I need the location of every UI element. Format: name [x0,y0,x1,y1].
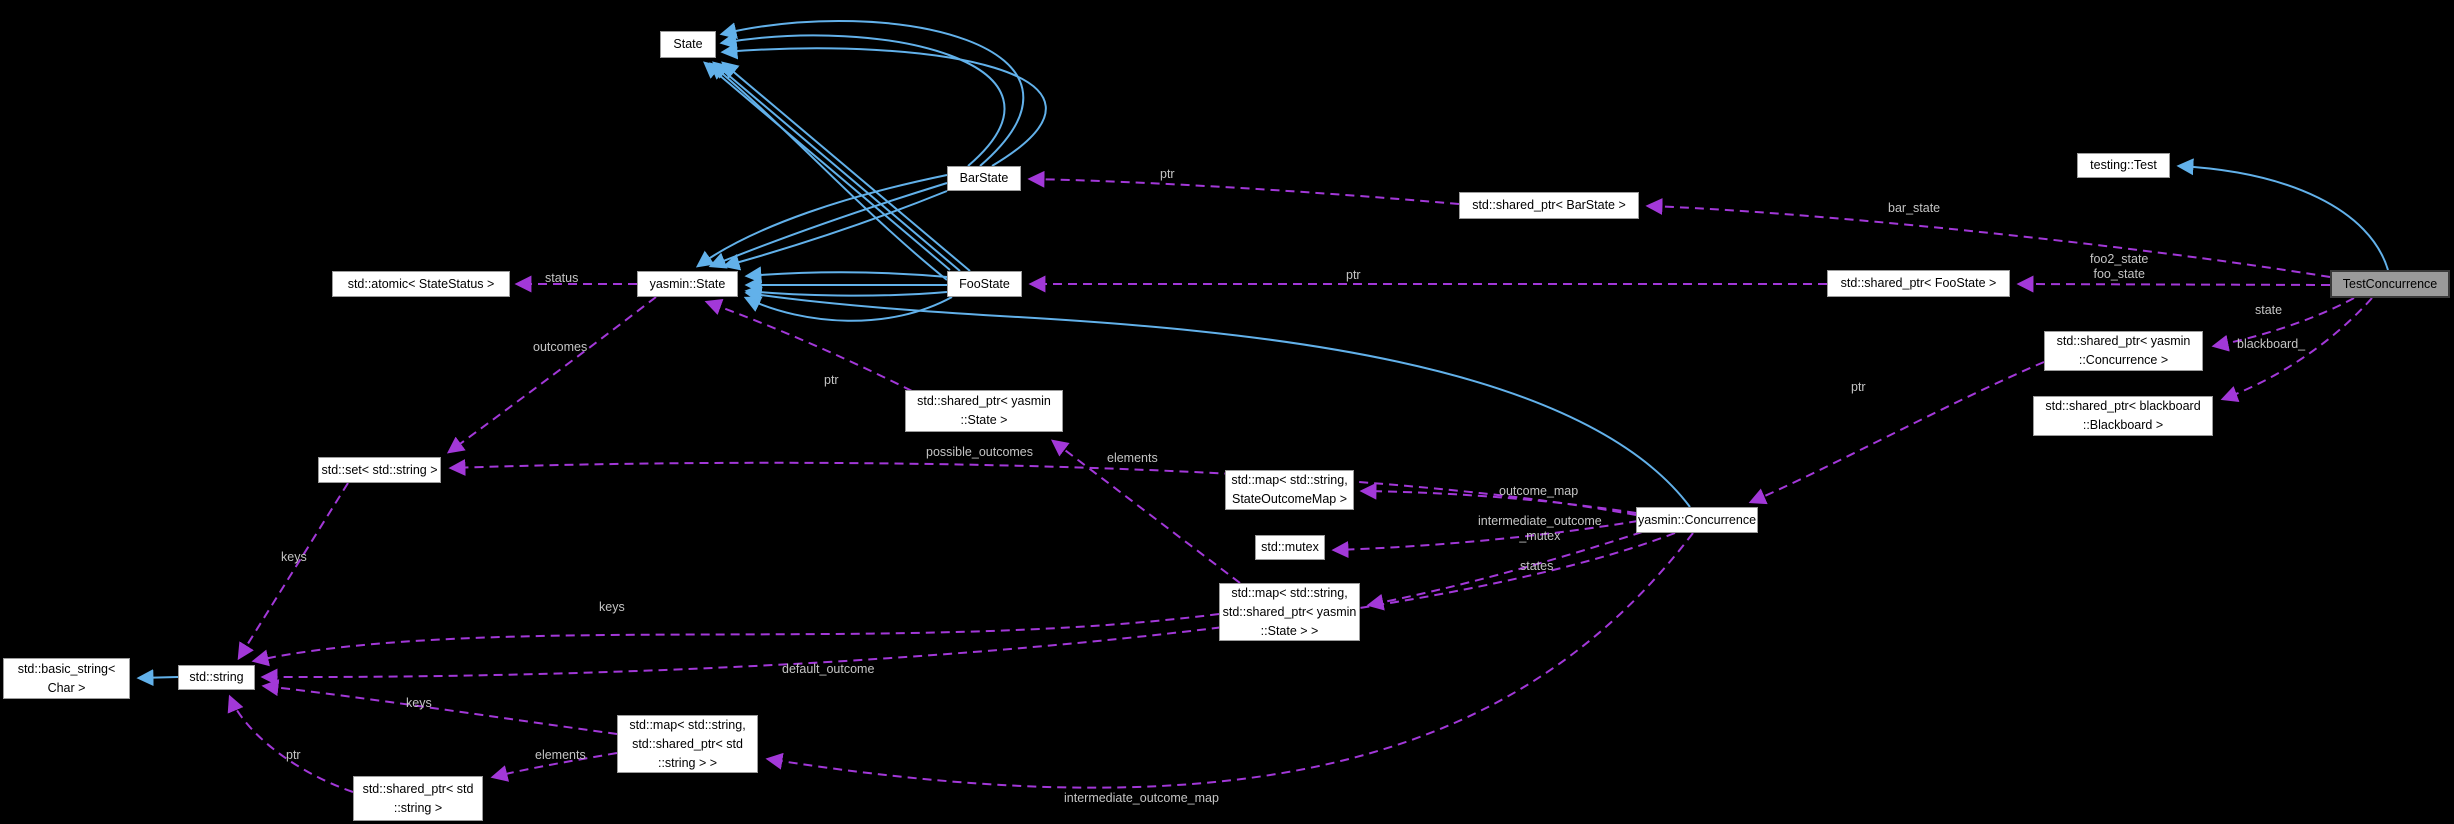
edge-label-elements-states: elements [1107,451,1158,465]
node-map-outcome[interactable]: std::map< std::string, StateOutcomeMap > [1225,470,1354,510]
edge-label-status: status [545,271,579,285]
edge-label-intermediate-outcome-map: intermediate_outcome_map [1064,791,1219,805]
edge-label-keys-map-strings: keys [406,696,432,710]
node-concurrence[interactable]: yasmin::Concurrence [1636,507,1758,533]
edge-label-ptr-concurrence: ptr [1851,380,1866,394]
edge-label-ptr-yasmin-state: ptr [824,373,839,387]
node-sp-barstate[interactable]: std::shared_ptr< BarState > [1459,192,1639,219]
usage-edges [227,170,2373,793]
node-yasmin-state[interactable]: yasmin::State [637,271,738,297]
edge-label-possible-outcomes: possible_outcomes [926,445,1034,459]
node-string[interactable]: std::string [178,665,255,690]
edge-label-intermediate-outcome-mutex: intermediate_outcome _mutex [1478,514,1602,543]
edge-label-elements-strings: elements [535,748,586,762]
node-testconcurrence[interactable]: TestConcurrence [2330,270,2450,298]
edge-label-states: states [1520,559,1554,573]
edge-label-state-member: state [2255,303,2283,317]
edge-label-ptr-barstate: ptr [1160,167,1175,181]
node-foostate[interactable]: FooState [947,271,1022,297]
node-set-string[interactable]: std::set< std::string > [318,457,441,483]
node-atomic-statestatus[interactable]: std::atomic< StateStatus > [332,271,510,297]
node-sp-foostate[interactable]: std::shared_ptr< FooState > [1827,270,2010,297]
edge-label-default-outcome: default_outcome [782,662,875,676]
node-testing-test[interactable]: testing::Test [2077,153,2170,178]
edge-label-foo2-foo-state: foo2_state foo_state [2090,252,2149,281]
node-mutex[interactable]: std::mutex [1255,535,1325,560]
edge-label-blackboard-member: blackboard_ [2237,337,2306,351]
edge-label-keys-map-states: keys [599,600,625,614]
node-sp-string[interactable]: std::shared_ptr< std ::string > [353,776,483,821]
edge-label-bar-state: bar_state [1888,201,1941,215]
node-sp-blackboard[interactable]: std::shared_ptr< blackboard ::Blackboard… [2033,396,2213,436]
edge-label-ptr-string: ptr [286,748,301,762]
node-map-strings[interactable]: std::map< std::string, std::shared_ptr< … [617,715,758,773]
node-map-states[interactable]: std::map< std::string, std::shared_ptr< … [1219,583,1360,641]
node-sp-concurrence[interactable]: std::shared_ptr< yasmin ::Concurrence > [2044,331,2203,371]
edge-label-ptr-foostate: ptr [1346,268,1361,282]
node-barstate[interactable]: BarState [947,166,1021,191]
edge-label-outcome-map: outcome_map [1499,484,1579,498]
node-sp-yasmin-state[interactable]: std::shared_ptr< yasmin ::State > [905,390,1063,432]
node-state[interactable]: State [660,31,716,58]
inheritance-edges [136,20,2389,687]
edge-label-keys-set: keys [281,550,307,564]
edge-label-outcomes: outcomes [533,340,588,354]
node-basic-string[interactable]: std::basic_string< Char > [3,658,130,699]
